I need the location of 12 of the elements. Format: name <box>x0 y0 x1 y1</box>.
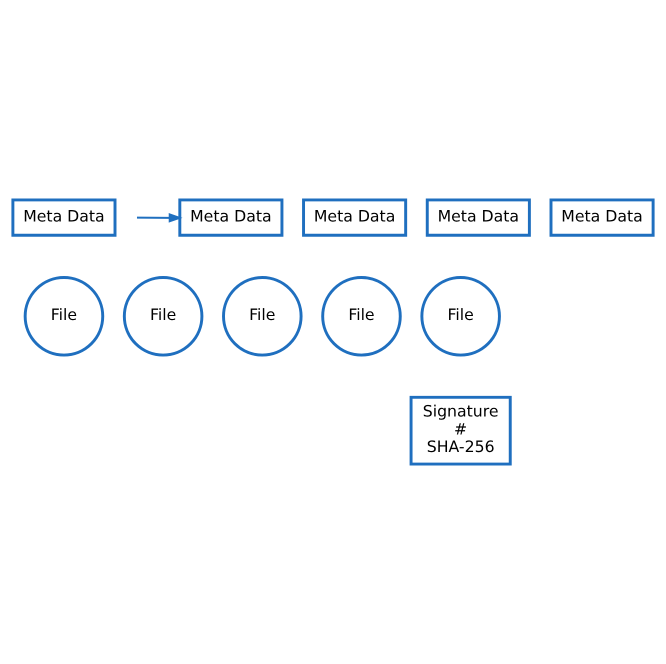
node-box: Meta Data <box>178 198 284 237</box>
node-box: Meta Data <box>302 198 408 237</box>
node-box: Signature # SHA-256 <box>410 396 512 466</box>
node-box: Meta Data <box>550 198 655 237</box>
node-circle: File <box>420 276 501 357</box>
node-box: Meta Data <box>11 198 116 237</box>
node-circle: File <box>122 276 204 357</box>
node-box: Meta Data <box>426 198 531 237</box>
node-circle: File <box>321 276 402 357</box>
arrow <box>136 213 182 223</box>
node-circle: File <box>222 276 303 357</box>
node-circle: File <box>24 276 104 357</box>
